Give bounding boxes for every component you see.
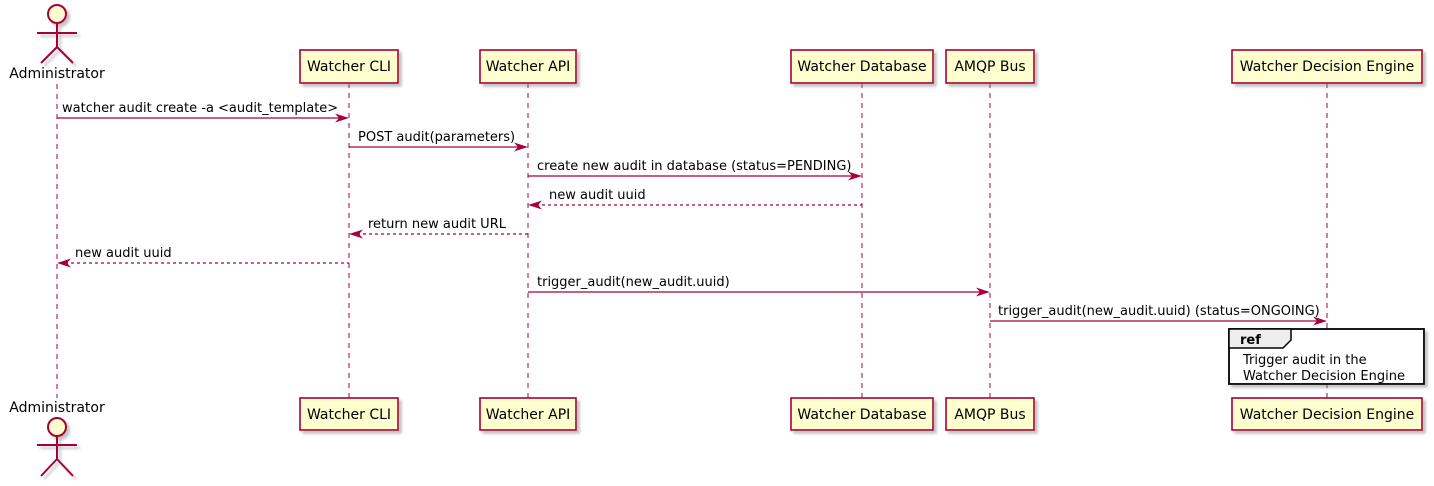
participant-watcher-api-top: Watcher API [479, 49, 577, 84]
message-label: new audit uuid [549, 188, 646, 203]
participant-name: Watcher CLI [307, 407, 391, 423]
ref-fragment: ref Trigger audit in the Watcher Decisio… [1228, 328, 1425, 385]
message-label: return new audit URL [368, 217, 507, 232]
actor-leg-left [40, 458, 58, 477]
arrowhead-left-icon [57, 258, 71, 268]
participant-amqp-bus-bottom: AMQP Bus [945, 397, 1035, 431]
participant-box [479, 49, 577, 84]
participant-box [1231, 397, 1423, 431]
participant-watcher-database-bottom: Watcher Database [790, 397, 934, 431]
actor-name-bottom: Administrator [9, 400, 105, 416]
ref-keyword: ref [1240, 333, 1261, 348]
message-label: trigger_audit(new_audit.uuid) [537, 275, 730, 290]
message-label: POST audit(parameters) [358, 130, 515, 145]
actor-leg-right [56, 46, 74, 64]
participant-name: Watcher Decision Engine [1240, 59, 1414, 75]
participant-box [1231, 49, 1423, 84]
message-label: new audit uuid [75, 246, 172, 261]
participant-name: Watcher Database [797, 407, 926, 423]
ref-header-pentagon [1228, 328, 1292, 349]
participant-name: Watcher API [486, 59, 571, 75]
message-2: POST audit(parameters) [349, 130, 528, 152]
actor-leg-left [40, 46, 58, 64]
participant-name: AMQP Bus [954, 407, 1025, 423]
participant-watcher-cli-top: Watcher CLI [299, 49, 399, 84]
message-label: trigger_audit(new_audit.uuid) (status=ON… [998, 304, 1320, 319]
arrowhead-right-icon [848, 171, 862, 181]
participant-box [945, 49, 1035, 84]
participant-watcher-database-top: Watcher Database [790, 49, 934, 84]
participant-box [790, 397, 934, 431]
actor-leg-right [56, 458, 74, 477]
participant-row-bottom: Watcher CLI Watcher API Watcher Database… [299, 397, 1423, 431]
participant-name: Watcher Database [797, 59, 926, 75]
ref-text-line-1: Trigger audit in the [1242, 353, 1367, 368]
participant-watcher-decision-engine-top: Watcher Decision Engine [1231, 49, 1423, 84]
arrowhead-right-icon [1313, 316, 1327, 326]
participant-name: Watcher CLI [307, 59, 391, 75]
message-3: create new audit in database (status=PEN… [528, 159, 862, 181]
actor-icon [37, 4, 77, 64]
arrowhead-left-icon [349, 229, 363, 239]
participant-watcher-cli-bottom: Watcher CLI [299, 397, 399, 431]
participant-box [299, 49, 399, 84]
participant-name: Watcher Decision Engine [1240, 407, 1414, 423]
message-label: watcher audit create -a <audit_template> [62, 101, 338, 116]
participant-watcher-api-bottom: Watcher API [479, 397, 577, 431]
ref-frame [1228, 328, 1425, 385]
participant-watcher-decision-engine-bottom: Watcher Decision Engine [1231, 397, 1423, 431]
actor-head [47, 417, 67, 437]
message-8: trigger_audit(new_audit.uuid) (status=ON… [990, 304, 1327, 326]
arrowhead-left-icon [528, 200, 542, 210]
message-5: return new audit URL [349, 217, 528, 239]
message-6: new audit uuid [57, 246, 349, 268]
arrowhead-right-icon [514, 142, 528, 152]
messages: watcher audit create -a <audit_template>… [57, 101, 1327, 326]
actor-icon [37, 417, 77, 477]
message-label: create new audit in database (status=PEN… [537, 159, 852, 174]
participant-box [299, 397, 399, 431]
participant-row-top: Watcher CLI Watcher API Watcher Database… [299, 49, 1423, 84]
arrowhead-right-icon [335, 113, 349, 123]
actor-head [47, 4, 67, 24]
actor-administrator-bottom: Administrator [9, 400, 105, 477]
message-4: new audit uuid [528, 188, 862, 210]
participant-box [945, 397, 1035, 431]
actor-administrator-top: Administrator [9, 4, 105, 82]
participant-box [790, 49, 934, 84]
message-7: trigger_audit(new_audit.uuid) [528, 275, 990, 297]
participant-name: AMQP Bus [954, 59, 1025, 75]
lifelines [56, 83, 1328, 398]
participant-name: Watcher API [486, 407, 571, 423]
participant-box [479, 397, 577, 431]
actor-name-top: Administrator [9, 66, 105, 82]
arrowhead-right-icon [976, 287, 990, 297]
message-1: watcher audit create -a <audit_template> [57, 101, 349, 123]
participant-amqp-bus-top: AMQP Bus [945, 49, 1035, 84]
ref-text-line-2: Watcher Decision Engine [1243, 369, 1405, 384]
